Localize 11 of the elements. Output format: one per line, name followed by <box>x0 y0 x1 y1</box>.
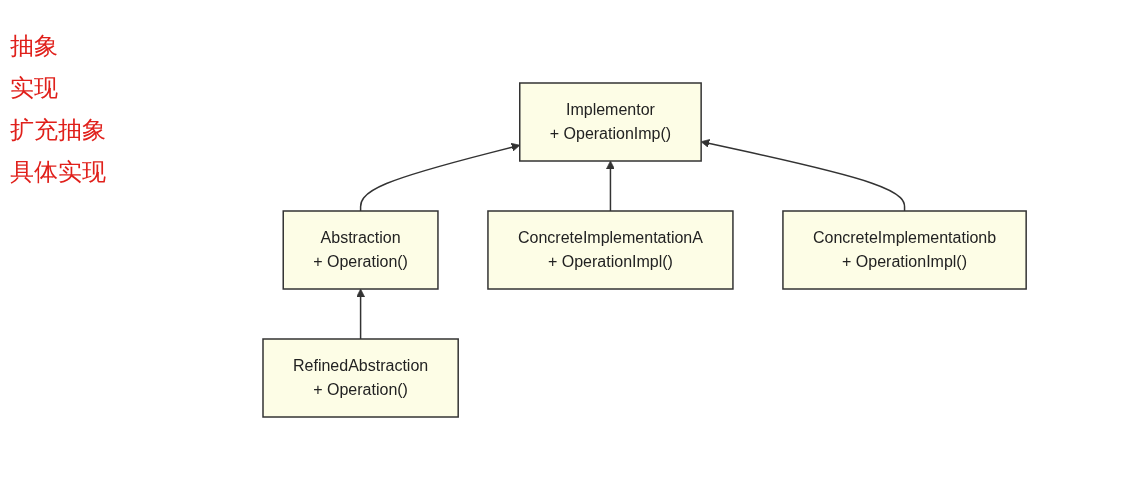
annotation-text: 抽象 <box>10 31 59 62</box>
node-box: ConcreteImplementationb + OperationImpl() <box>782 209 1027 290</box>
node-box: ConcreteImplementationA + OperationImpl() <box>487 209 734 290</box>
annotation-text: 具体实现 <box>10 157 107 188</box>
arrow <box>605 160 615 212</box>
annotation-text: 扩充抽象 <box>10 115 107 146</box>
node-box: Implementor + OperationImp() <box>518 81 702 162</box>
node-box: RefinedAbstraction + Operation() <box>262 337 459 418</box>
annotation-text: 实现 <box>10 73 59 104</box>
node-box: Abstraction + Operation() <box>282 209 439 290</box>
arrow <box>356 288 365 340</box>
